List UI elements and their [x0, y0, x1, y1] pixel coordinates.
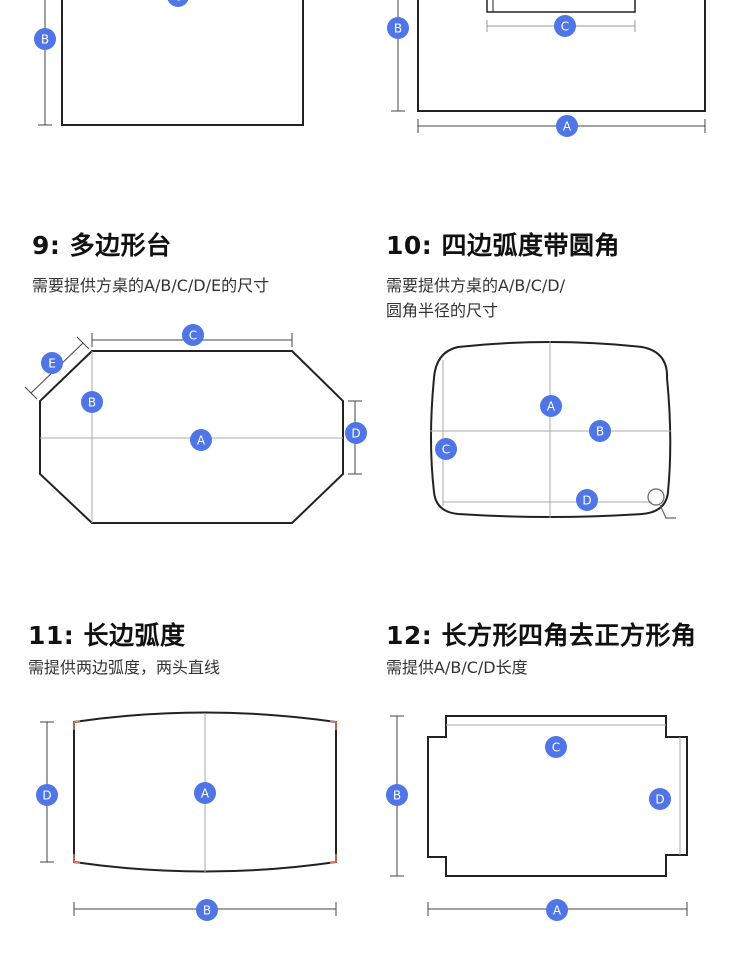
d10-label-d: D	[582, 494, 591, 508]
d12-badge-d: D	[649, 788, 671, 810]
section-10-title: 10: 四边弧度带圆角	[386, 231, 620, 260]
d12-label-d: D	[655, 793, 664, 807]
d12-badge-c: C	[545, 736, 567, 758]
diagram-9: C E B A D	[24, 324, 367, 524]
d11-label-b: B	[203, 904, 211, 918]
d11-corner-accent-tr	[329, 720, 337, 730]
d11-badge-b: B	[196, 899, 218, 921]
d12-label-a: A	[553, 904, 562, 918]
d9-badge-b: B	[81, 391, 103, 413]
d9-label-c: C	[189, 329, 197, 343]
section-10-desc-line-2: 圆角半径的尺寸	[386, 301, 499, 320]
prev-right-badge-a: A	[556, 115, 578, 137]
d9-badge-d: D	[345, 422, 367, 444]
d10-badge-a: A	[540, 395, 562, 417]
d12-badge-a: A	[546, 899, 568, 921]
prev-right-label-b: B	[394, 22, 402, 36]
section-11-title: 11: 长边弧度	[28, 621, 186, 650]
d10-label-b: B	[596, 425, 604, 439]
section-12-desc: 需提供A/B/C/D长度	[386, 658, 528, 677]
section-10-desc-line-1: 需要提供方桌的A/B/C/D/	[386, 276, 565, 295]
diagram-11: D A B	[36, 711, 337, 921]
d9-label-e: E	[48, 357, 56, 371]
d11-label-d: D	[42, 789, 51, 803]
d12-badge-b: B	[386, 784, 408, 806]
prev-right-diagram: B C A	[387, 0, 706, 137]
d11-corner-accent-bl	[73, 854, 81, 864]
prev-left-label-c: C	[174, 0, 182, 4]
d10-corner-radius-marker	[647, 488, 665, 506]
section-12-title: 12: 长方形四角去正方形角	[386, 621, 697, 650]
d11-corner-accent-br	[329, 854, 337, 864]
d12-label-c: C	[552, 741, 560, 755]
diagram-10: A B C D	[430, 341, 676, 519]
d11-label-a: A	[201, 787, 210, 801]
d9-label-a: A	[197, 434, 206, 448]
prev-left-table-outline	[61, 0, 304, 126]
d9-badge-a: A	[190, 429, 212, 451]
prev-left-badge-c: C	[167, 0, 189, 7]
d11-badge-a: A	[194, 782, 216, 804]
d9-label-d: D	[351, 427, 360, 441]
d10-corner-radius-pointer	[659, 504, 676, 519]
diagram-12: C B D A	[386, 715, 688, 921]
section-11-desc: 需提供两边弧度，两头直线	[28, 658, 221, 677]
prev-right-badge-c: C	[554, 15, 576, 37]
section-9-title: 9: 多边形台	[32, 231, 172, 260]
prev-right-badge-b: B	[387, 17, 409, 39]
d9-label-b: B	[88, 396, 96, 410]
d12-label-b: B	[393, 789, 401, 803]
prev-left-badge-b: B	[34, 28, 56, 50]
d9-badge-e: E	[41, 352, 63, 374]
d10-label-c: C	[442, 443, 450, 457]
d10-badge-b: B	[589, 420, 611, 442]
prev-left-diagram: B C	[34, 0, 304, 126]
section-9-desc: 需要提供方桌的A/B/C/D/E的尺寸	[32, 276, 270, 295]
d12-table-outline	[427, 715, 688, 877]
d9-badge-c: C	[182, 324, 204, 346]
prev-right-inner-rect	[486, 0, 636, 13]
d11-badge-d: D	[36, 784, 58, 806]
d10-label-a: A	[547, 400, 556, 414]
d10-badge-c: C	[435, 438, 457, 460]
d10-badge-d: D	[576, 489, 598, 511]
d10-table-outline	[430, 341, 672, 518]
d11-corner-accent-tl	[73, 720, 81, 730]
prev-left-label-b: B	[41, 33, 49, 47]
prev-right-label-c: C	[561, 20, 569, 34]
prev-right-label-a: A	[563, 120, 572, 134]
